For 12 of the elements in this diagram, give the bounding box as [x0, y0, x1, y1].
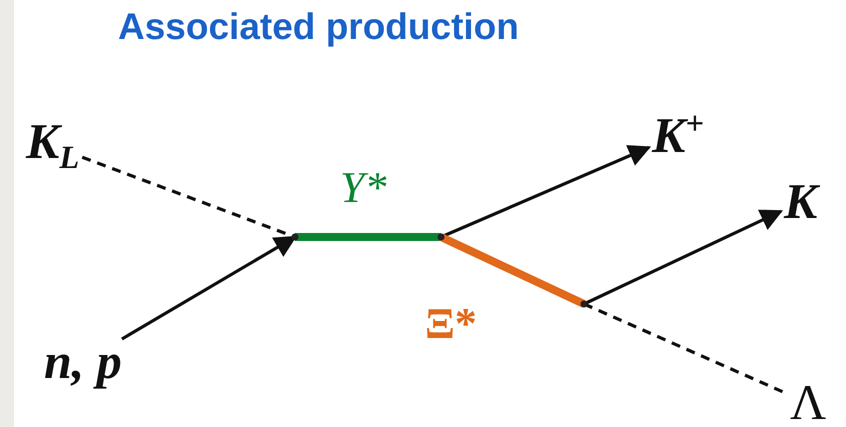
particle-label: K$_{L}$	[26, 116, 80, 174]
title: Associated production	[118, 6, 519, 48]
propagator-line	[439, 233, 586, 308]
arrow	[121, 236, 297, 340]
vertex-dot	[438, 234, 444, 240]
arrow	[583, 210, 784, 306]
particle-label: K	[784, 176, 818, 226]
particle-label: K$^{+}$	[652, 108, 704, 160]
vertex-dot	[580, 300, 588, 308]
vertex-dot	[292, 234, 298, 240]
propagator-line	[295, 233, 441, 241]
particle-label: Λ	[790, 377, 826, 427]
